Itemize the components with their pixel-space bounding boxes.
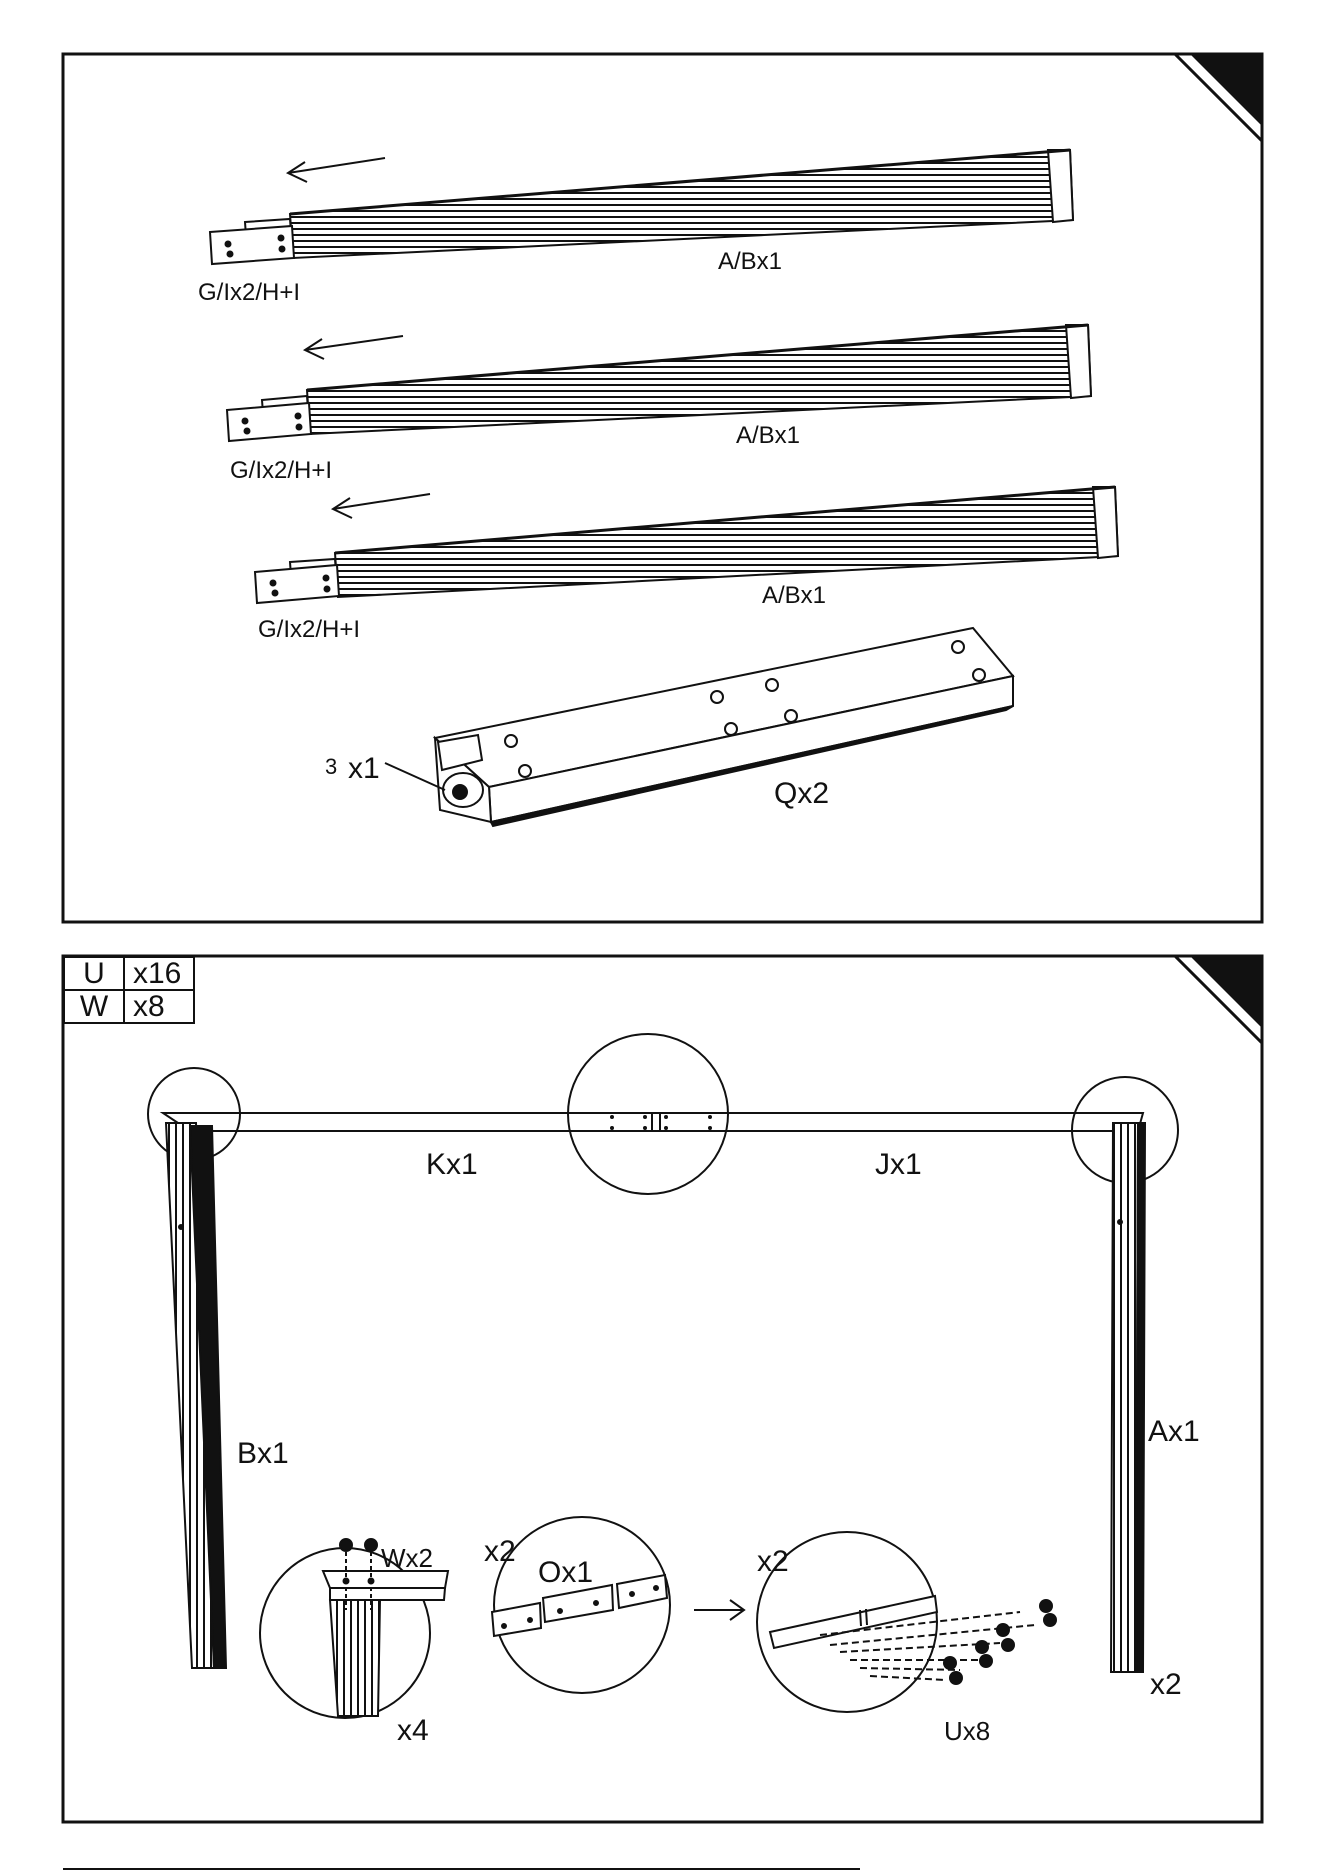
connector-insert: [255, 559, 339, 603]
screw-icon: [943, 1656, 957, 1670]
repeat-label: x2: [1150, 1668, 1182, 1701]
step-panel-2: [63, 956, 1262, 1822]
beam-j-label: Jx1: [875, 1148, 922, 1181]
direction-arrow: [333, 494, 430, 518]
screw-icon: [949, 1671, 963, 1685]
screw-icon: [1043, 1613, 1057, 1627]
part-code: U: [64, 957, 124, 990]
screw-icon: [996, 1623, 1010, 1637]
insert-label: G/Ix2/H+I: [198, 279, 300, 306]
insert-label: G/Ix2/H+I: [230, 457, 332, 484]
rail-profile: [307, 325, 1091, 434]
part-code: W: [64, 990, 124, 1023]
connector-o-label: Ox1: [538, 1556, 593, 1589]
direction-arrow: [288, 158, 385, 182]
post-b: [166, 1123, 226, 1668]
fitting-number: 3: [325, 754, 337, 779]
screw-icon: [1001, 1638, 1015, 1652]
rail-label: A/Bx1: [762, 582, 826, 609]
post-a: [1111, 1123, 1145, 1672]
connector-insert: [227, 396, 311, 441]
screw-icon: [1039, 1599, 1053, 1613]
rail-2: [227, 325, 1091, 441]
parts-table: U x16 W x8: [63, 956, 195, 1024]
rail-profile: [290, 150, 1073, 258]
step-panel-1: [63, 54, 1262, 922]
screw-u-label: Ux8: [944, 1716, 990, 1746]
detail1-qty: x4: [397, 1714, 429, 1747]
connector-insert: [210, 219, 294, 264]
beam-q: [385, 628, 1013, 826]
top-beam: [163, 1113, 1143, 1131]
screw-icon: [975, 1640, 989, 1654]
rail-3: [255, 487, 1118, 603]
rail-1: [210, 150, 1073, 264]
table-row: W x8: [64, 990, 194, 1023]
beam-k-label: Kx1: [426, 1148, 478, 1181]
direction-arrow: [305, 336, 403, 359]
detail2-repeat: x2: [484, 1535, 516, 1568]
part-qty: x16: [124, 957, 194, 990]
detail-3-screw-joint: [757, 1532, 1057, 1712]
table-row: U x16: [64, 957, 194, 990]
corner-step-marker: [1175, 54, 1262, 141]
rail-profile: [335, 487, 1118, 597]
detail3-repeat: x2: [757, 1545, 789, 1578]
part-qty: x8: [124, 990, 194, 1023]
screw-w-label: Wx2: [381, 1543, 433, 1573]
post-b-label: Bx1: [237, 1437, 289, 1470]
corner-step-marker: [1175, 956, 1262, 1043]
pivot-fitting: [443, 773, 483, 807]
next-arrow: [694, 1600, 744, 1620]
rail-label: A/Bx1: [718, 248, 782, 275]
detail-2-connector: [492, 1517, 670, 1693]
rail-label: A/Bx1: [736, 422, 800, 449]
fitting-qty: x1: [348, 752, 380, 785]
beam-label: Qx2: [774, 777, 829, 810]
insert-label: G/Ix2/H+I: [258, 616, 360, 643]
post-a-label: Ax1: [1148, 1415, 1200, 1448]
screw-icon: [979, 1654, 993, 1668]
